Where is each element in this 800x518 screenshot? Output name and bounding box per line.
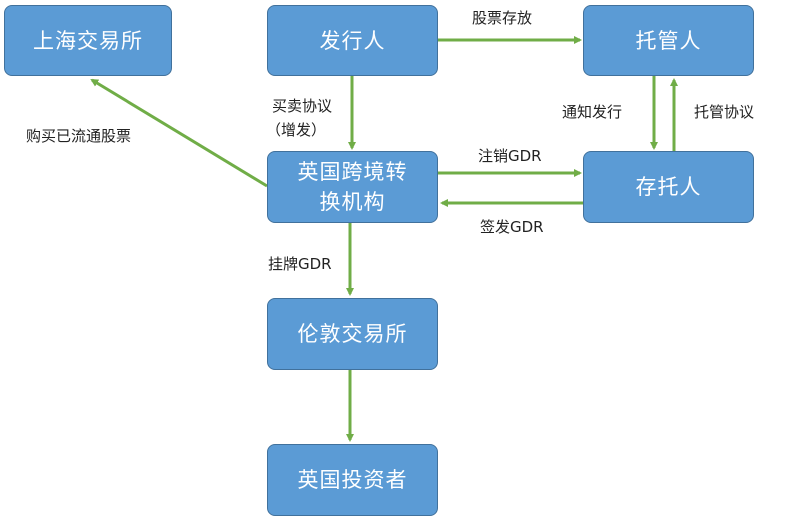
label-custody-agreement: 托管协议	[694, 103, 755, 121]
arrow-conversion-to-shse	[90, 78, 268, 188]
label-notify-issue: 通知发行	[562, 103, 623, 121]
label-stock-deposit: 股票存放	[472, 9, 533, 27]
node-cross-border-conversion: 英国跨境转换机构	[267, 151, 438, 223]
node-shanghai-exchange: 上海交易所	[4, 5, 172, 76]
node-issuer: 发行人	[267, 5, 438, 76]
label-issue-gdr: 签发GDR	[480, 218, 544, 236]
label-buy-sell-agreement: 买卖协议	[272, 97, 333, 115]
node-london-exchange: 伦敦交易所	[267, 298, 438, 370]
node-uk-investors: 英国投资者	[267, 444, 438, 516]
node-depositary: 存托人	[583, 151, 754, 223]
node-custodian: 托管人	[583, 5, 754, 76]
label-issue-increase: （增发）	[266, 121, 327, 139]
label-buy-circulating-shares: 购买已流通股票	[26, 127, 132, 145]
label-cancel-gdr: 注销GDR	[478, 147, 542, 165]
label-list-gdr: 挂牌GDR	[268, 255, 332, 273]
